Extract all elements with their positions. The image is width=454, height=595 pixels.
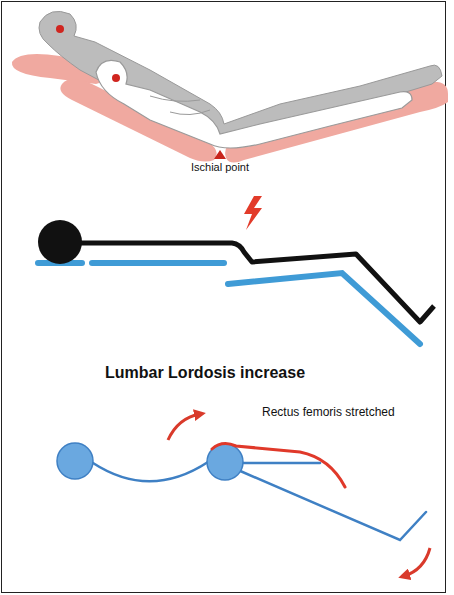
head-circle xyxy=(57,443,93,479)
drawing-stroke xyxy=(56,25,64,33)
stick-figure xyxy=(93,462,426,540)
frame-border xyxy=(2,2,446,593)
panel-caption: Lumbar Lordosis increase xyxy=(105,364,305,382)
drawing-stroke xyxy=(96,60,412,148)
rotation-arrow xyxy=(404,548,430,576)
drawing-stroke xyxy=(112,74,120,82)
ischial-marker xyxy=(214,150,226,159)
bed-segments-blue xyxy=(38,263,420,344)
annotation-label: Ischial point xyxy=(191,161,249,174)
drawing-stroke xyxy=(228,273,420,344)
bed-cushions xyxy=(12,54,448,163)
annotation-label: Rectus femoris stretched xyxy=(262,406,395,420)
drawing-stroke xyxy=(150,96,210,115)
drawing-stroke xyxy=(93,462,208,481)
pain-bolt xyxy=(244,196,262,230)
drawing-stroke xyxy=(92,260,224,266)
rectus-femoris xyxy=(212,444,345,487)
patient-white xyxy=(96,60,412,148)
drawing-stroke xyxy=(243,462,320,465)
rotation-arrow xyxy=(168,414,200,440)
head-circle xyxy=(38,220,82,264)
drawing-stroke xyxy=(238,470,426,540)
body-line xyxy=(80,243,434,322)
